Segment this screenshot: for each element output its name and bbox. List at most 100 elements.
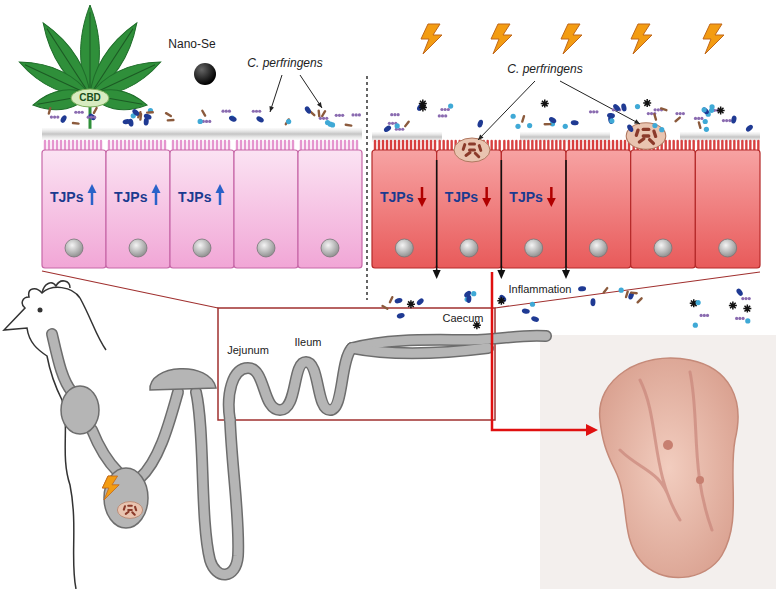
lesion-spot — [696, 476, 704, 484]
chicken-outline — [4, 287, 80, 589]
bacteria-label: C. perfringens — [507, 63, 582, 77]
trend-arrow-head — [547, 198, 556, 207]
bacterium — [322, 117, 325, 120]
compound-label: CBD — [79, 92, 101, 104]
tight-junction-label: TJPs — [114, 189, 147, 205]
lightning-bolt — [561, 24, 582, 54]
bacterium — [383, 124, 392, 133]
bacterium — [515, 124, 520, 129]
lightning-bolt — [491, 24, 512, 54]
colony-rod — [468, 143, 476, 146]
bacterial-colony — [117, 502, 142, 519]
bacterium — [351, 113, 354, 116]
bacterium — [602, 286, 609, 294]
bacterium — [258, 110, 261, 113]
bacterium — [521, 115, 526, 123]
pointer-arrow — [492, 272, 588, 430]
cell-nucleus — [257, 239, 275, 257]
nanoparticle-label: Nano-Se — [168, 38, 215, 52]
gut-tube — [352, 348, 488, 353]
bacterium — [703, 314, 706, 317]
bacterium — [81, 111, 84, 114]
gut-tube — [92, 430, 118, 472]
bacterium — [321, 110, 327, 118]
trend-arrow-shaft — [155, 191, 158, 205]
bacterium — [87, 112, 96, 121]
bacterium — [630, 291, 638, 294]
epithelial-cell — [501, 150, 566, 268]
lesion-spot — [663, 440, 673, 450]
bacterium — [521, 308, 530, 314]
leak-arrow-shaft — [436, 160, 438, 270]
toxin-particle — [419, 100, 427, 108]
epithelial-cell — [298, 150, 362, 268]
pointer-line — [300, 75, 322, 108]
bacterium — [90, 116, 93, 119]
bacterium — [355, 113, 358, 116]
bacterium — [56, 115, 59, 118]
bacterium — [221, 110, 224, 113]
bacterium — [703, 119, 708, 124]
bacterium — [304, 105, 312, 114]
bacterium — [744, 297, 747, 300]
leak-arrow-head — [562, 270, 570, 279]
cannabis-leaf — [15, 5, 164, 129]
bacterium — [358, 113, 361, 116]
bacterium — [635, 104, 640, 109]
bacterium — [146, 111, 154, 114]
toxin-particle — [643, 99, 651, 107]
cell-nucleus — [719, 239, 737, 257]
leak-arrow-shaft — [501, 160, 503, 270]
cell-nucleus — [395, 239, 413, 257]
gut-tube — [229, 348, 352, 420]
bacterium — [738, 317, 741, 320]
colony-rod — [127, 505, 133, 507]
bacterium — [543, 123, 551, 126]
bacterium — [344, 123, 352, 127]
pointer-head — [269, 106, 273, 112]
bacterium — [471, 291, 476, 296]
bacterium — [674, 116, 682, 123]
bacterium — [527, 123, 532, 128]
bacterium — [682, 112, 685, 115]
colony-rod — [647, 137, 656, 146]
bacterium — [748, 297, 751, 300]
bacterium — [578, 286, 586, 292]
bacterium — [225, 110, 228, 113]
bacterium — [441, 114, 444, 117]
pointer-line — [270, 75, 282, 112]
bacterium — [53, 115, 56, 118]
bacterium — [693, 323, 698, 328]
bacterium — [722, 119, 725, 122]
colony-rod — [127, 509, 133, 511]
bacterium — [700, 117, 703, 120]
bacterium — [317, 109, 320, 117]
gut-tube-outline — [52, 334, 72, 392]
tissue-fold — [620, 372, 712, 530]
trend-arrow-shaft — [91, 191, 94, 205]
trend-arrow-head — [418, 198, 427, 207]
epithelial-cell — [234, 150, 298, 268]
bacterium — [660, 107, 668, 112]
chicken-neck — [80, 298, 106, 350]
colony-halo — [117, 502, 142, 519]
bacterium — [390, 113, 393, 116]
colony-rod — [464, 150, 472, 157]
bacterium — [612, 103, 621, 112]
bacterium — [143, 113, 152, 121]
bacterium — [205, 120, 208, 123]
epithelial-cell — [566, 150, 631, 268]
bacterium — [511, 114, 516, 119]
bacterium — [201, 109, 207, 117]
colony-rod — [468, 149, 476, 152]
bacterium — [647, 112, 650, 115]
bacterium — [255, 115, 264, 123]
bacterium — [87, 116, 90, 119]
bacterium — [626, 124, 634, 133]
epithelial-cell — [437, 150, 502, 268]
tight-junction-label: TJPs — [509, 189, 542, 205]
bacterium — [619, 288, 624, 293]
toxin-particle — [717, 107, 725, 115]
bacterium — [50, 115, 53, 118]
